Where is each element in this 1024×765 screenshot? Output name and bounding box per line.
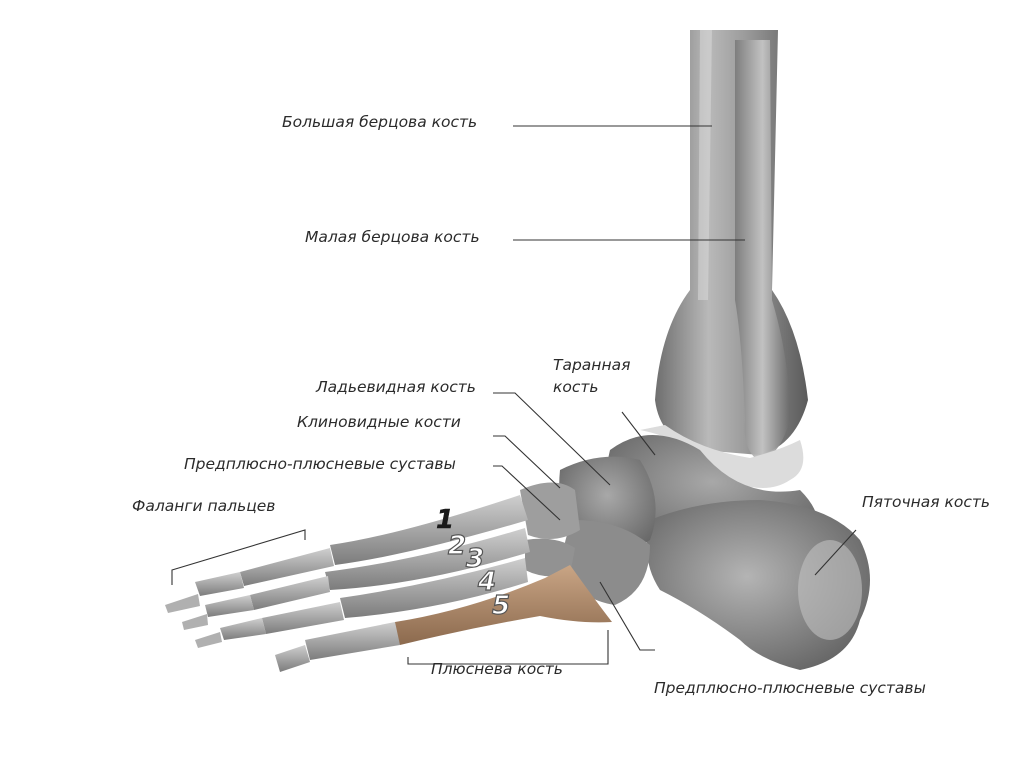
metatarsal-number-4: 4: [477, 567, 496, 597]
talus-leader: [621, 411, 656, 456]
phalanges-bracket: [171, 529, 306, 585]
label-cuneiform: Клиновидные кости: [297, 413, 461, 431]
metatarsal-number-1: 1: [436, 505, 454, 535]
tarsometatarsal-top-leader: [493, 465, 561, 521]
label-navicular: Ладьевидная кость: [316, 378, 476, 396]
metatarsal-bracket: [407, 630, 609, 665]
leader-lines: [171, 125, 857, 665]
metatarsal-number-2: 2: [448, 531, 466, 561]
label-talus-line2: кость: [553, 378, 599, 396]
tarsometatarsal-bottom-leader: [599, 581, 655, 651]
label-fibula: Малая берцова кость: [305, 228, 480, 246]
metatarsal-number-5: 5: [492, 591, 510, 621]
label-metatarsal: Плюснева кость: [431, 660, 563, 678]
calcaneus-leader: [814, 529, 857, 576]
label-phalanges: Фаланги пальцев: [132, 497, 276, 515]
label-tarsometatarsal-bottom: Предплюсно-плюсневые суставы: [654, 679, 926, 697]
fibula-bone: [735, 40, 790, 462]
phalanges-bones: [165, 548, 400, 672]
highlighted-metatarsal: [392, 565, 612, 645]
cuneiform-leader: [493, 435, 561, 489]
metatarsal-bones: [325, 495, 530, 618]
metatarsal-number-3: 3: [466, 544, 484, 574]
navicular-leader: [493, 392, 611, 486]
label-calcaneus: Пяточная кость: [862, 493, 991, 511]
label-talus-line1: Таранная: [553, 356, 631, 374]
calcaneus-bone: [646, 500, 870, 670]
midfoot-bones: [520, 456, 656, 605]
label-tarsometatarsal-top: Предплюсно-плюсневые суставы: [184, 455, 456, 473]
metatarsal-number-labels: 1 2 3 4 5: [436, 505, 511, 622]
label-tibia: Большая берцова кость: [282, 113, 478, 131]
